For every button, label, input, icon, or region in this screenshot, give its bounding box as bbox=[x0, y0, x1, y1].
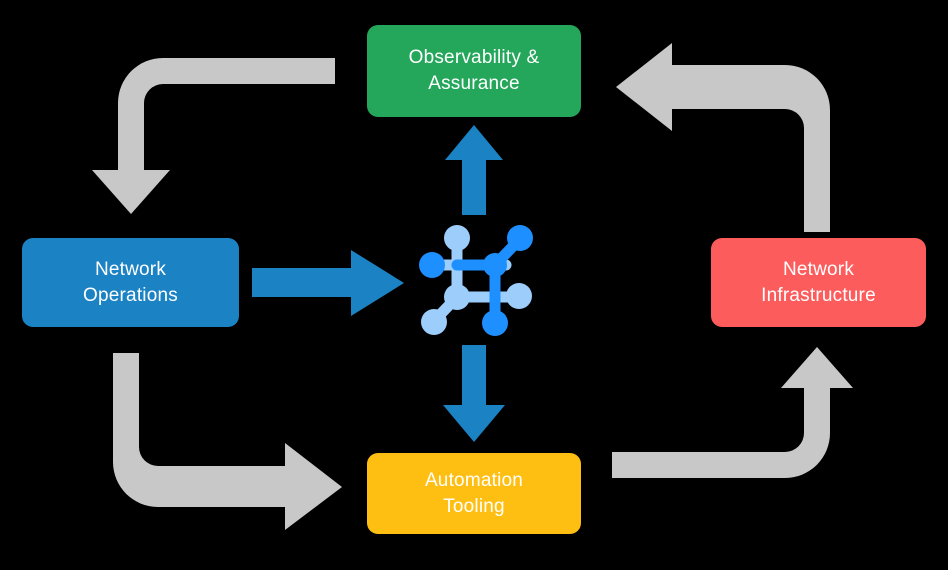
gray-arrow-observability-to-operations bbox=[92, 58, 335, 214]
node-bottomleft-light bbox=[421, 309, 447, 335]
gray-arrow-operations-to-automation bbox=[113, 353, 342, 530]
network-icon-links bbox=[426, 234, 525, 329]
node-label-network-infrastructure: Network Infrastructure bbox=[761, 258, 876, 306]
node-box-network-infrastructure[interactable]: Network Infrastructure bbox=[711, 238, 926, 327]
node-label-network-operations: Network Operations bbox=[83, 258, 178, 306]
gray-arrow-infrastructure-to-observability bbox=[616, 43, 830, 232]
blue-arrow-center-to-automation bbox=[443, 345, 505, 442]
blue-arrow-operations-to-center bbox=[252, 250, 404, 316]
node-right-light bbox=[506, 283, 532, 309]
node-bottom-bright bbox=[482, 310, 508, 336]
node-box-network-operations[interactable]: Network Operations bbox=[22, 238, 239, 327]
node-topright-bright bbox=[507, 225, 533, 251]
node-center-bright bbox=[483, 253, 507, 277]
blue-arrow-center-to-observability bbox=[445, 125, 503, 215]
node-top-light bbox=[444, 225, 470, 251]
node-label-observability: Observability & Assurance bbox=[408, 47, 540, 94]
network-icon-nodes bbox=[419, 225, 533, 336]
gray-arrow-automation-to-infrastructure bbox=[612, 347, 853, 478]
node-midleft-light bbox=[444, 284, 470, 310]
node-box-observability[interactable]: Observability & Assurance bbox=[367, 25, 581, 117]
node-left-bright bbox=[419, 252, 445, 278]
node-label-automation-tooling: Automation Tooling bbox=[424, 469, 524, 517]
node-box-automation-tooling[interactable]: Automation Tooling bbox=[367, 453, 581, 534]
